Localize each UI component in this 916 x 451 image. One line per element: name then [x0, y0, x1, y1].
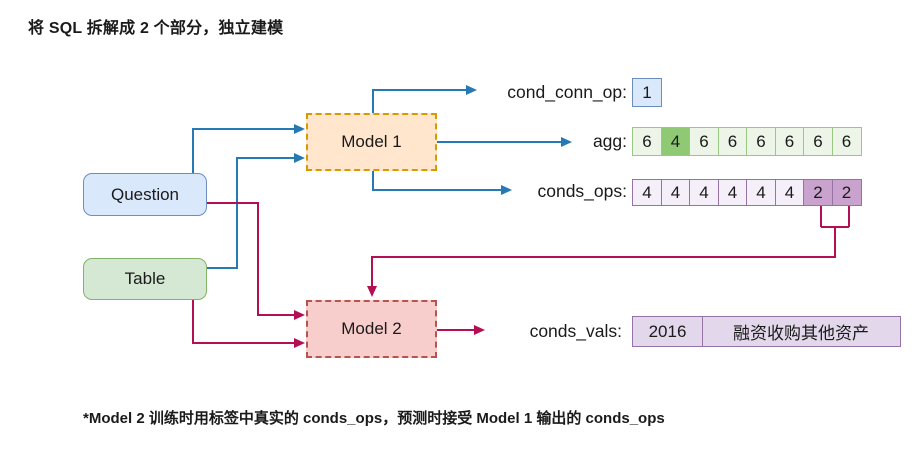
model2-node: Model 2	[306, 300, 437, 358]
table-node: Table	[83, 258, 207, 300]
question-node: Question	[83, 173, 207, 216]
cond-conn-op-value: 1	[632, 78, 662, 107]
agg-cell: 6	[803, 127, 833, 156]
conds-ops-cell: 2	[831, 179, 862, 206]
agg-cell: 6	[717, 127, 748, 156]
conds-ops-bracket	[820, 205, 850, 228]
agg-cell: 4	[660, 127, 691, 156]
conds-vals-cell: 2016	[632, 316, 703, 347]
agg-cell: 6	[632, 127, 662, 156]
conds-vals-label: conds_vals:	[529, 321, 622, 341]
model2-node-label: Model 2	[341, 319, 402, 338]
conds-ops-cell: 4	[660, 179, 691, 206]
question-node-label: Question	[110, 184, 180, 204]
agg-cell: 6	[689, 127, 719, 156]
agg-cell: 6	[746, 127, 776, 156]
conds-vals-cell: 融资收购其他资产	[701, 316, 901, 347]
page-title: 将 SQL 拆解成 2 个部分，独立建模	[28, 20, 284, 37]
table-node-label: Table	[124, 269, 166, 288]
cond-conn-op-label: cond_conn_op:	[507, 82, 627, 102]
agg-cell: 6	[774, 127, 805, 156]
arrow-table-to-model1	[207, 153, 305, 269]
conds-ops-cell: 4	[689, 179, 719, 206]
arrow-conds-ops-to-model2	[367, 227, 836, 297]
footnote: *Model 2 训练时用标签中真实的 conds_ops，预测时接受 Mode…	[83, 410, 665, 427]
model1-node: Model 1	[306, 113, 437, 171]
arrow-question-to-model2	[207, 202, 305, 320]
conds-ops-cell: 2	[803, 179, 833, 206]
model1-node-label: Model 1	[341, 132, 402, 151]
arrow-model1-to-conds-ops	[372, 171, 512, 195]
conds-ops-cell: 4	[717, 179, 748, 206]
conds-ops-label: conds_ops:	[537, 181, 627, 201]
conds-ops-cell: 4	[774, 179, 805, 206]
agg-cell: 6	[831, 127, 862, 156]
conds-ops-cell: 4	[632, 179, 662, 206]
arrow-question-to-model1	[192, 124, 305, 173]
arrow-model1-to-cond-conn-op	[372, 85, 477, 113]
conds-ops-cell: 4	[746, 179, 776, 206]
agg-label: agg:	[592, 131, 627, 151]
arrow-table-to-model2	[192, 300, 305, 348]
